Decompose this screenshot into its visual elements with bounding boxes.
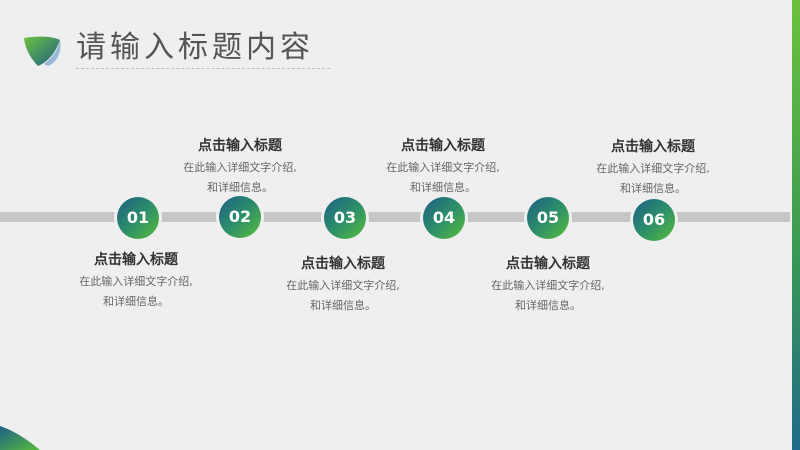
step-04-desc: 在此输入详细文字介绍, 和详细信息。	[358, 158, 528, 198]
step-circle-06: 06	[633, 199, 675, 241]
step-06-desc-line1: 在此输入详细文字介绍,	[596, 162, 710, 175]
step-01-title: 点击输入标题	[94, 252, 178, 268]
step-02-title: 点击输入标题	[198, 138, 282, 154]
step-02-desc-line2: 和详细信息。	[207, 181, 273, 194]
step-05-title: 点击输入标题	[506, 256, 590, 272]
step-circle-05: 05	[527, 197, 569, 239]
step-circle-04: 04	[423, 197, 465, 239]
step-circle-01: 01	[117, 197, 159, 239]
step-04-desc-line2: 和详细信息。	[410, 181, 476, 194]
step-06-text: 点击输入标题 在此输入详细文字介绍, 和详细信息。	[568, 137, 738, 199]
step-06-title: 点击输入标题	[611, 139, 695, 155]
corner-wave-decoration	[0, 426, 40, 450]
step-03-desc-line2: 和详细信息。	[310, 299, 376, 312]
step-01-desc-line2: 和详细信息。	[103, 295, 169, 308]
step-04-title: 点击输入标题	[401, 138, 485, 154]
step-01-text: 点击输入标题 在此输入详细文字介绍, 和详细信息。	[51, 250, 221, 312]
title-divider	[76, 68, 330, 69]
step-circle-02: 02	[219, 196, 261, 238]
timeline-bar	[0, 212, 790, 222]
step-06-desc-line2: 和详细信息。	[620, 182, 686, 195]
step-05-text: 点击输入标题 在此输入详细文字介绍, 和详细信息。	[463, 254, 633, 316]
step-04-text: 点击输入标题 在此输入详细文字介绍, 和详细信息。	[358, 136, 528, 198]
step-circle-03: 03	[324, 197, 366, 239]
step-03-desc-line1: 在此输入详细文字介绍,	[286, 279, 400, 292]
right-edge-accent	[792, 0, 800, 450]
step-05-desc: 在此输入详细文字介绍, 和详细信息。	[463, 276, 633, 316]
step-06-desc: 在此输入详细文字介绍, 和详细信息。	[568, 159, 738, 199]
step-04-desc-line1: 在此输入详细文字介绍,	[386, 161, 500, 174]
leaf-logo-icon	[24, 36, 61, 66]
page-title: 请输入标题内容	[76, 30, 314, 65]
step-05-desc-line2: 和详细信息。	[515, 299, 581, 312]
step-03-desc: 在此输入详细文字介绍, 和详细信息。	[258, 276, 428, 316]
step-05-desc-line1: 在此输入详细文字介绍,	[491, 279, 605, 292]
step-02-desc-line1: 在此输入详细文字介绍,	[183, 161, 297, 174]
step-02-desc: 在此输入详细文字介绍, 和详细信息。	[155, 158, 325, 198]
step-01-desc-line1: 在此输入详细文字介绍,	[79, 275, 193, 288]
step-03-text: 点击输入标题 在此输入详细文字介绍, 和详细信息。	[258, 254, 428, 316]
step-02-text: 点击输入标题 在此输入详细文字介绍, 和详细信息。	[155, 136, 325, 198]
step-01-desc: 在此输入详细文字介绍, 和详细信息。	[51, 272, 221, 312]
step-03-title: 点击输入标题	[301, 256, 385, 272]
